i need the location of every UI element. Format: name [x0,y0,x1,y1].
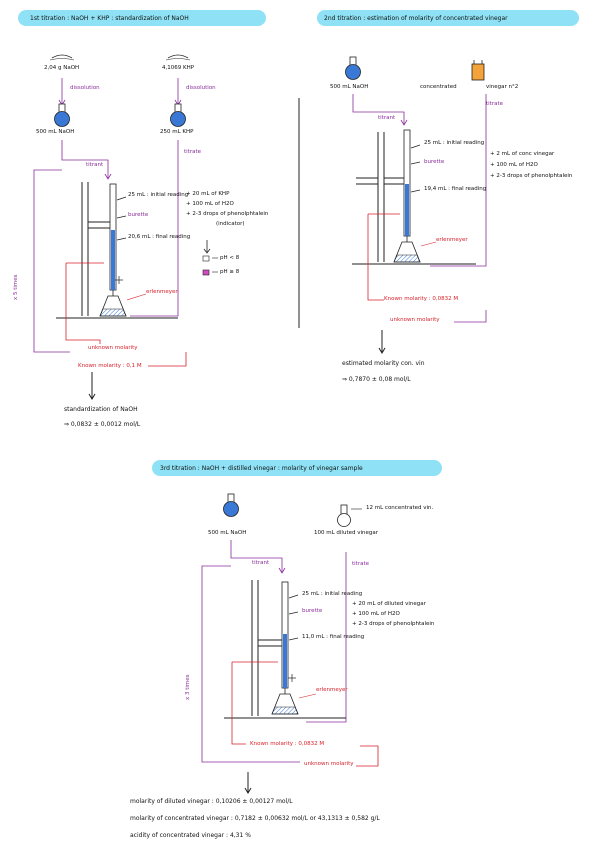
result-value-2: ⇒ 0,7870 ± 0,08 mol/L [342,376,411,383]
concentrated-label: concentrated [420,84,457,90]
known-molarity-label-3: Known molarity : 0,0832 M [250,741,325,747]
flask-naoh-label-2: 500 mL NaOH [330,84,369,90]
titrate-label: titrate [184,149,202,155]
khp-mass-label: 4,1069 KHP [162,65,195,71]
initial-reading-label: 25 mL : initial reading [128,192,189,198]
title-highlight-2 [317,10,579,26]
naoh-mass-label: 2,04 g NaOH [44,65,80,71]
initial-reading-label-3: 25 mL : initial reading [302,591,363,597]
final-reading-label-3: 11,0 mL : final reading [302,634,365,640]
known-molarity-label: Known molarity : 0,1 M [78,363,142,369]
final-result-1: molarity of diluted vinegar : 0,10206 ± … [130,798,293,805]
conc-vinegar-label: 12 mL concentrated vin. [366,505,434,511]
addition-2-1: + 2 mL of conc vinegar [490,151,555,157]
addition-3-1: + 20 mL of diluted vinegar [352,601,426,607]
addition-1: + 20 mL of KHP [186,191,230,197]
vinegar-label: vinegar n°2 [486,84,519,90]
section2-title: 2nd titration : estimation of molarity o… [324,15,508,22]
addition-2-2: + 100 mL of H2O [490,162,538,168]
burette-label: burette [128,212,149,218]
ph-low-label: pH < 8 [220,255,240,261]
unknown-molarity-label-2: unknown molarity [390,317,440,323]
unknown-molarity-label: unknown molarity [88,345,138,351]
times-label-3: x 3 times [185,674,191,700]
unknown-molarity-label-3: unknown molarity [304,761,354,767]
dissolution-right-label: dissolution [186,85,216,91]
result-label-2: estimated molarity con. vin [342,360,425,367]
ph-high-label: pH ≥ 8 [220,269,240,275]
burette-label-3: burette [302,608,323,614]
dissolution-left-label: dissolution [70,85,100,91]
section3-title: 3rd titration : NaOH + distilled vinegar… [160,465,363,472]
final-result-3: acidity of concentrated vinegar : 4,31 % [130,832,251,839]
titrate-label-2: titrate [486,101,504,107]
flask-naoh-label-3: 500 mL NaOH [208,530,247,536]
titrant-label-3: titrant [252,560,270,566]
result-label: standardization of NaOH [64,406,138,413]
section1-title: 1st titration : NaOH + KHP : standardiza… [30,15,189,22]
flask-naoh-label: 500 mL NaOH [36,129,75,135]
burette-label-2: burette [424,159,445,165]
addition-3-2: + 100 mL of H2O [352,611,400,617]
final-reading-label-2: 19,4 mL : final reading [424,186,487,192]
addition-4: (indicator) [216,221,245,227]
addition-2: + 100 mL of H2O [186,201,234,207]
addition-3-3: + 2-3 drops of phenolphtalein [352,621,435,627]
titrate-label-3: titrate [352,561,370,567]
initial-reading-label-2: 25 mL : initial reading [424,140,485,146]
erlenmeyer-label: erlenmeyer [146,289,178,295]
final-reading-label: 20,6 mL : final reading [128,234,191,240]
flask-khp-label: 250 mL KHP [160,129,194,135]
result-value: ⇒ 0,0832 ± 0,0012 mol/L [64,421,141,428]
addition-2-3: + 2-3 drops of phenolphtalein [490,173,573,179]
final-result-2: molarity of concentrated vinegar : 0,718… [130,815,380,822]
times-label: x 5 times [13,274,19,300]
addition-3: + 2-3 drops of phenolphtalein [186,211,269,217]
erlenmeyer-label-2: erlenmeyer [436,237,468,243]
titrant-label: titrant [86,162,104,168]
title-highlight-1 [18,10,266,26]
section3-drawing [201,493,379,794]
known-molarity-label-2: Known molarity : 0,0832 M [384,296,459,302]
title-highlight-3 [152,460,442,476]
section1-drawing [33,54,218,400]
flask-diluted-label: 100 mL diluted vinegar [314,530,379,536]
titrant-label-2: titrant [378,115,396,121]
section2-drawing [345,56,487,354]
erlenmeyer-label-3: erlenmeyer [316,687,348,693]
